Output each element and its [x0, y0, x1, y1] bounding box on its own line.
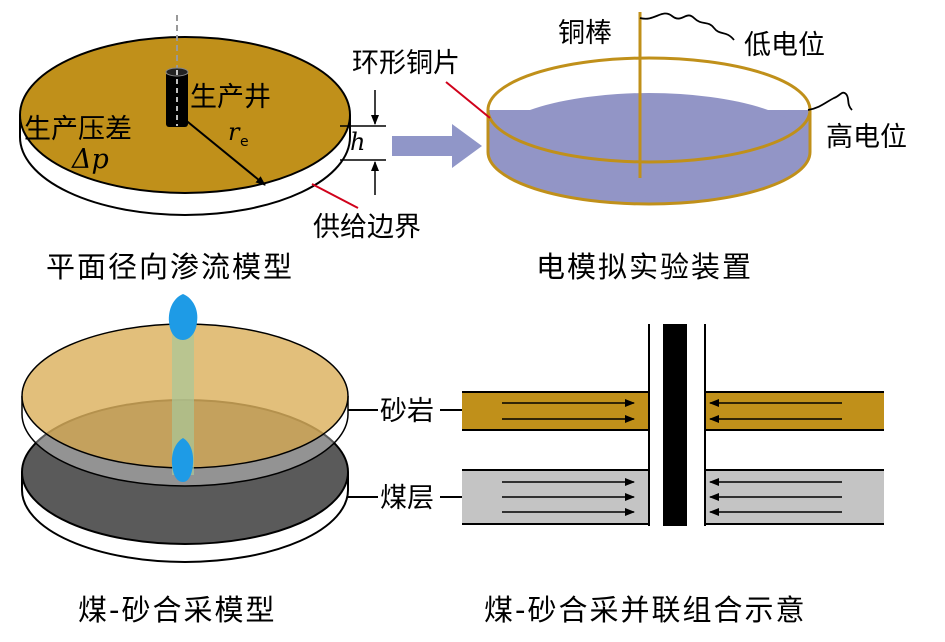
coal-sand-model-caption: 煤-砂合采模型 — [78, 593, 276, 627]
high-potential-wire — [807, 91, 853, 111]
parallel-combination-caption: 煤-砂合采并联组合示意 — [484, 593, 806, 627]
copper-rod-label: 铜棒 — [558, 18, 612, 49]
electric-analog-panel: 铜棒 低电位 环形铜片 高电位 电模拟实验装置 — [352, 12, 907, 284]
coal-sand-model-panel: 煤-砂合采模型 — [21, 294, 349, 627]
transition-arrow — [392, 124, 482, 168]
low-potential-wire — [639, 12, 735, 41]
low-potential-label: 低电位 — [744, 30, 825, 61]
thickness-annotation: h — [340, 90, 386, 195]
pressure-drop-label: 生产压差 — [24, 114, 132, 145]
coal-seam-label: 煤层 — [380, 483, 434, 514]
electrolyte-surface — [488, 93, 810, 197]
production-well-label: 生产井 — [190, 82, 271, 113]
planar-radial-flow-panel: 生产井 生产压差 Δp r e h 供给边界 平面径向渗流模型 — [19, 15, 421, 284]
planar-radial-flow-caption: 平面径向渗流模型 — [46, 250, 294, 284]
parallel-combination-panel: 砂岩 煤层 煤-砂合采并联组合示意 — [348, 324, 884, 627]
delta-p-symbol: Δp — [71, 144, 109, 175]
supply-boundary-label: 供给边界 — [313, 212, 421, 243]
radius-arrow — [182, 117, 266, 186]
coal-flow-arrows — [502, 478, 842, 516]
copper-ring-bottom — [486, 151, 812, 206]
copper-ring-label: 环形铜片 — [352, 48, 460, 79]
electric-analog-caption: 电模拟实验装置 — [536, 250, 753, 284]
radius-subscript: e — [240, 134, 249, 150]
ring-leader-line — [445, 81, 491, 119]
thickness-symbol: h — [350, 128, 365, 156]
co-production-well — [172, 330, 194, 475]
radius-symbol: r — [228, 118, 241, 146]
sandstone-flow-arrows — [502, 399, 842, 423]
tubing — [663, 324, 687, 526]
sandstone-label: 砂岩 — [380, 396, 434, 427]
high-potential-label: 高电位 — [826, 122, 907, 153]
well-bottom-blue — [171, 438, 194, 482]
boundary-leader-line — [311, 183, 359, 209]
well-top-blue — [168, 294, 198, 340]
